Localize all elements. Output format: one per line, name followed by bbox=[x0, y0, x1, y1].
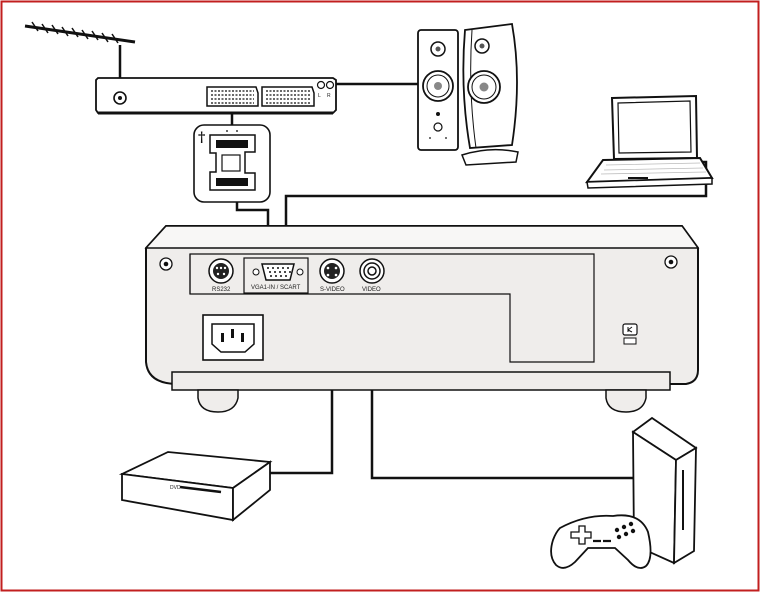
foot-left bbox=[197, 389, 239, 413]
label-s-video: S-VIDEO bbox=[320, 287, 345, 293]
s-video-port: S-VIDEO bbox=[319, 258, 345, 293]
game-console bbox=[631, 416, 698, 565]
label-right: R bbox=[327, 93, 331, 99]
foot-right bbox=[605, 389, 647, 413]
label-left: L bbox=[318, 93, 321, 99]
speakers bbox=[417, 22, 519, 166]
vga-scart-port: VGA1-IN / SCART bbox=[243, 257, 309, 294]
speaker-right bbox=[461, 22, 519, 166]
scart-vga-adapter: † bbox=[193, 124, 271, 203]
label-dvd: DVD bbox=[170, 485, 181, 491]
scart-port-1 bbox=[206, 86, 259, 107]
speaker-left bbox=[417, 29, 459, 151]
audio-left-port bbox=[316, 80, 326, 90]
kensington-lock-icon bbox=[622, 323, 638, 345]
video-port: VIDEO bbox=[359, 258, 385, 293]
rs232-port: RS232 bbox=[208, 258, 234, 293]
scart-port-2 bbox=[261, 86, 315, 107]
label-rs232: RS232 bbox=[212, 287, 231, 293]
antenna-icon bbox=[24, 21, 136, 44]
label-video: VIDEO bbox=[362, 287, 381, 293]
dagger-mark: † bbox=[198, 130, 205, 146]
gamepad-icon bbox=[550, 514, 652, 569]
dvd-player: DVD bbox=[118, 451, 273, 522]
audio-right-port bbox=[325, 80, 335, 90]
set-top-receiver: L R bbox=[95, 77, 337, 115]
projector: RS232 VGA1-IN / SCART S-VIDEO bbox=[144, 225, 700, 413]
label-vga-scart: VGA1-IN / SCART bbox=[251, 285, 301, 291]
power-socket bbox=[202, 314, 264, 361]
laptop bbox=[584, 94, 714, 189]
